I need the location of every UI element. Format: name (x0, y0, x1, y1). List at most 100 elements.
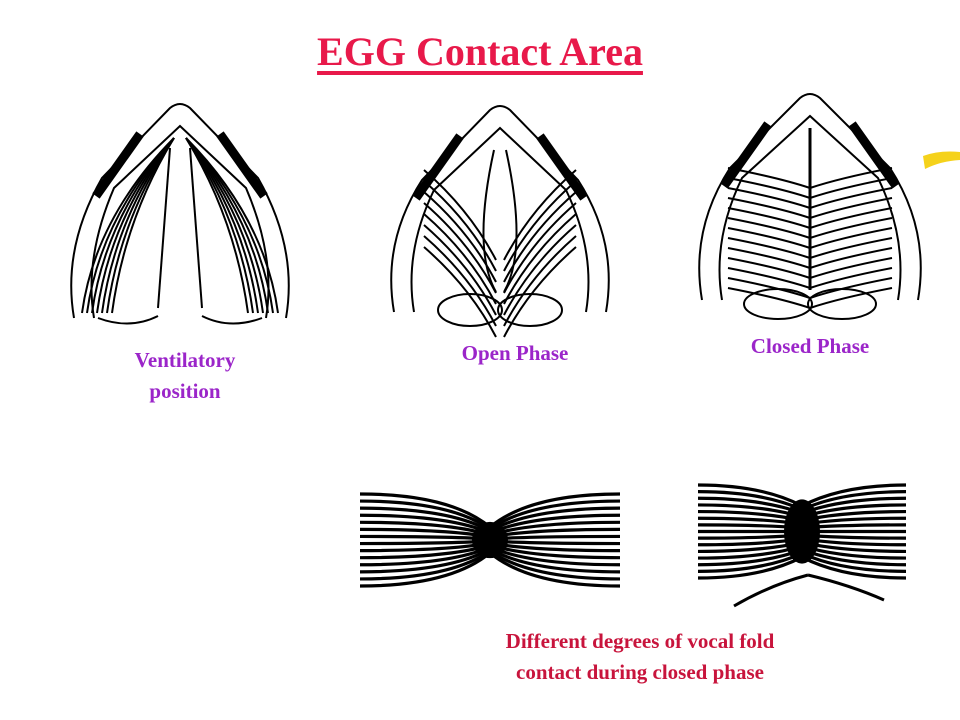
left-fold-line (727, 267, 811, 289)
right-fold-line (809, 267, 893, 289)
left-fold-line (727, 257, 811, 279)
page-title: EGG Contact Area (317, 29, 643, 74)
left-muscle-bar (92, 131, 144, 199)
ventilatory-position-drawing (70, 103, 290, 325)
contact-degree-drawing-2 (697, 483, 907, 608)
fold-contact-line (697, 555, 803, 580)
left-fold-line (423, 191, 497, 283)
left-fold-line (727, 247, 811, 269)
right-fold-line (809, 277, 893, 299)
left-fold-line (423, 246, 497, 338)
arytenoid-left (743, 288, 813, 320)
left-fold-line (111, 137, 175, 314)
arytenoid-right (807, 288, 877, 320)
left-fold-line (727, 167, 811, 189)
label-open-phase: Open Phase (461, 341, 569, 365)
fold-contact-line (489, 539, 621, 546)
right-muscle-bar (216, 131, 268, 199)
right-fold-line (503, 180, 577, 272)
right-fold-line (809, 247, 893, 269)
right-fold-line (809, 287, 893, 309)
left-fold-line (727, 207, 811, 229)
right-fold-line (503, 224, 577, 316)
glottis-edge-left (482, 149, 497, 293)
cartilage-outline (698, 93, 922, 301)
arytenoid-right (497, 293, 563, 327)
right-muscle-bar (536, 133, 588, 201)
fold-contact-line (359, 499, 491, 531)
right-fold-line (503, 246, 577, 338)
left-fold-line (727, 177, 811, 199)
fold-contact-line (489, 534, 621, 541)
left-fold-line (423, 213, 497, 305)
fold-contact-line (801, 555, 907, 580)
left-fold-line (423, 169, 497, 261)
label-closed-phase: Closed Phase (750, 334, 870, 358)
right-fold-line (809, 177, 893, 199)
fold-contact-line (359, 551, 492, 588)
glottis-edge-left (157, 147, 171, 309)
left-fold-line (423, 202, 497, 294)
fold-contact-line (359, 539, 491, 546)
yellow-marker-shape (921, 148, 960, 170)
left-fold-line (727, 187, 811, 209)
open-phase-drawing (390, 105, 610, 338)
label-ventilatory-position: Ventilatory position (134, 348, 236, 403)
right-fold-line (809, 227, 893, 249)
right-muscle-bar (848, 121, 900, 189)
caption-contact-degrees: Different degrees of vocal fold contact … (505, 629, 775, 684)
cartilage-outline (390, 105, 610, 313)
right-fold-line (503, 169, 577, 261)
left-fold-line (727, 227, 811, 249)
left-muscle-bar (412, 133, 464, 201)
fold-contact-line (488, 492, 621, 529)
left-fold-line (423, 235, 497, 327)
glottis-edge-right (189, 147, 203, 309)
right-fold-line (809, 197, 893, 219)
right-fold-line (503, 202, 577, 294)
fold-contact-line (801, 483, 907, 508)
fold-contact-line (489, 499, 621, 531)
fold-contact-line (489, 549, 621, 581)
left-fold-line (727, 277, 811, 299)
left-fold-line (423, 224, 497, 316)
cartilage-inner-outline (410, 126, 590, 313)
cartilage-outline (70, 103, 290, 319)
fold-contact-line (488, 551, 621, 588)
arytenoid-right (201, 315, 263, 325)
right-fold-line (809, 167, 893, 189)
closed-phase-drawing (698, 93, 922, 320)
glottis-edge-right (503, 149, 518, 293)
right-fold-line (503, 213, 577, 305)
cartilage-inner-outline (718, 114, 902, 301)
arytenoid-left (437, 293, 503, 327)
left-muscle-bar (720, 121, 772, 189)
fold-contact-line (359, 492, 492, 529)
right-fold-line (809, 207, 893, 229)
left-fold-line (727, 197, 811, 219)
right-fold-line (809, 257, 893, 279)
cartilage-inner-outline (90, 124, 270, 319)
left-fold-line (727, 237, 811, 259)
fold-contact-line (359, 534, 491, 541)
right-fold-line (503, 191, 577, 283)
left-fold-line (81, 137, 175, 314)
right-fold-line (185, 137, 279, 314)
right-fold-line (809, 217, 893, 239)
arytenoid-left (97, 315, 159, 325)
right-fold-line (503, 235, 577, 327)
fold-contact-line (697, 483, 803, 508)
right-fold-line (809, 187, 893, 209)
right-fold-line (809, 237, 893, 259)
left-fold-line (727, 287, 811, 309)
left-fold-line (423, 180, 497, 272)
fold-contact-line (359, 549, 491, 581)
contact-degree-drawing-1 (359, 492, 621, 588)
contact-area-blob (472, 521, 508, 559)
fold-contact-line (807, 573, 885, 602)
fold-contact-line (733, 573, 809, 608)
contact-area-blob (784, 499, 820, 564)
right-fold-line (185, 137, 249, 314)
left-fold-line (727, 217, 811, 239)
